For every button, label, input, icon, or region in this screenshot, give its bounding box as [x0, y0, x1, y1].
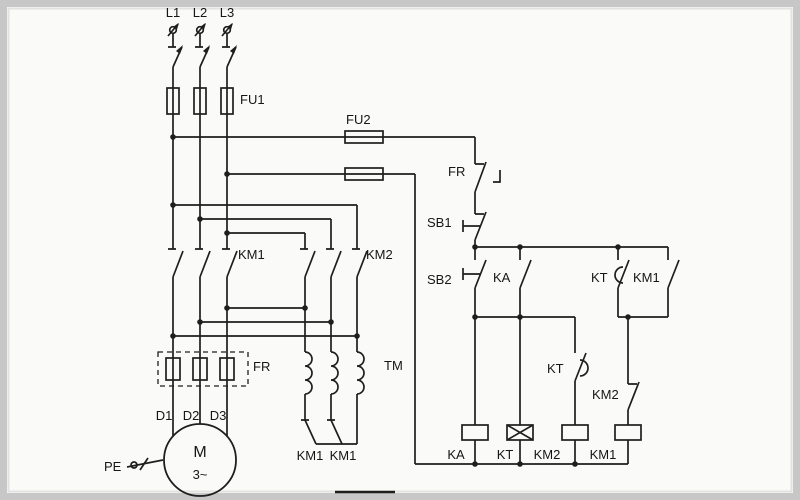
coil-ka — [461, 424, 489, 441]
coil-km2 — [561, 424, 589, 441]
fr-nc-contact — [474, 161, 501, 193]
phase-label-l1: L1 — [166, 5, 180, 20]
coil-km1 — [614, 424, 642, 441]
kt-timer-contact-lower — [574, 352, 589, 382]
motor-phase-label: 3~ — [193, 467, 208, 482]
wiring — [172, 33, 669, 465]
disconnect-switch — [168, 45, 237, 68]
motor-letter: M — [193, 444, 206, 461]
km2-main-label: KM2 — [366, 247, 393, 262]
motor-terminal-d3: D3 — [210, 408, 227, 423]
phase-label-l2: L2 — [193, 5, 207, 20]
fuse-fu2-label: FU2 — [346, 112, 371, 127]
fuse-fu2 — [344, 130, 384, 181]
sb1-stop-button — [462, 211, 487, 241]
km1-self-hold-contact — [667, 259, 680, 289]
ka-contact-label: KA — [493, 270, 511, 285]
coil-km2-label: KM2 — [534, 447, 561, 462]
labels: L1 L2 L3 FU1 FU2 KM1 KM2 FR TM D1 D2 D3 … — [104, 5, 660, 482]
star-km1-label-left: KM1 — [297, 448, 324, 463]
sb2-start-button — [462, 259, 487, 289]
km2-nc-interlock-contact — [627, 381, 640, 411]
contactor-km1-main-contacts — [168, 248, 238, 278]
fr-main-label: FR — [253, 359, 270, 374]
motor-symbol — [163, 423, 237, 497]
phase-label-l3: L3 — [220, 5, 234, 20]
sb2-label: SB2 — [427, 272, 452, 287]
fuse-fu1-label: FU1 — [240, 92, 265, 107]
coil-ka-label: KA — [447, 447, 465, 462]
fr-contact-label: FR — [448, 164, 465, 179]
ka-no-contact — [519, 259, 532, 289]
km1-aux-label: KM1 — [633, 270, 660, 285]
star-point-km1-contacts — [301, 419, 343, 445]
supply-terminal-arrows — [167, 23, 233, 37]
autotransformer-tm-windings — [304, 351, 365, 395]
km1-main-label: KM1 — [238, 247, 265, 262]
thermal-relay-fr-heaters — [157, 351, 249, 387]
pe-label: PE — [104, 459, 122, 474]
coil-km1-label: KM1 — [590, 447, 617, 462]
motor-terminal-d2: D2 — [183, 408, 200, 423]
coil-kt-label: KT — [497, 447, 514, 462]
kt-timer-contact-upper — [614, 259, 630, 289]
contactor-km2-main-contacts — [300, 248, 368, 278]
km2-nc-label: KM2 — [592, 387, 619, 402]
kt-upper-label: KT — [591, 270, 608, 285]
tm-label: TM — [384, 358, 403, 373]
fuse-fu1 — [166, 87, 234, 115]
kt-lower-label: KT — [547, 361, 564, 376]
motor-terminal-d1: D1 — [156, 408, 173, 423]
pe-earth-lead — [126, 457, 164, 471]
star-km1-label-right: KM1 — [330, 448, 357, 463]
junction-dots — [170, 134, 631, 467]
coil-kt — [506, 424, 534, 441]
sb1-label: SB1 — [427, 215, 452, 230]
